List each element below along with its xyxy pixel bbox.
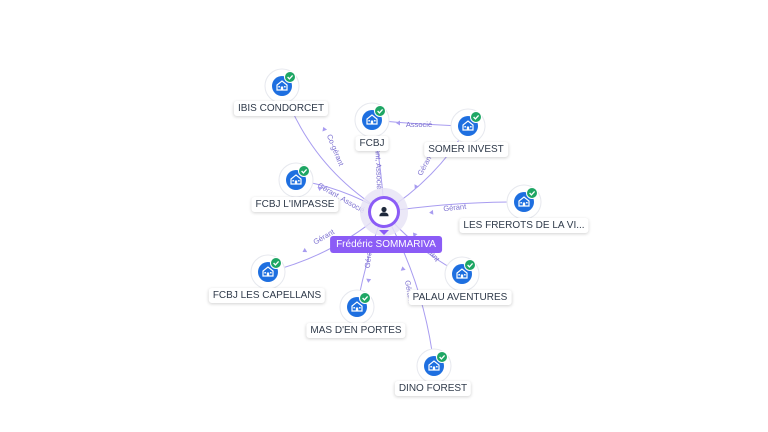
check-icon [470,111,482,123]
company-node-masdenportes[interactable] [339,289,375,325]
check-icon [298,165,310,177]
company-label-dino[interactable]: DINO FOREST [394,381,472,396]
company-label-ibis[interactable]: IBIS CONDORCET [233,101,329,116]
building-icon [462,120,474,131]
building-icon [351,301,363,312]
edge-arrow-masdenportes [366,278,372,283]
edge-arrow-somer [414,184,419,189]
company-node-frerots[interactable] [506,184,542,220]
building-icon [276,80,288,91]
company-label-fcbj[interactable]: FCBJ [355,136,389,151]
company-label-somer[interactable]: SOMER INVEST [424,142,508,157]
company-node-fcbj[interactable] [354,102,390,138]
company-node-capellans[interactable] [250,254,286,290]
check-icon [374,105,386,117]
company-node-limpasse[interactable] [278,162,314,198]
edge-label-fcbj-somer: Associé [406,120,432,129]
check-icon [436,351,448,363]
check-icon [464,259,476,271]
building-icon [428,360,440,371]
check-icon [526,187,538,199]
company-label-limpasse[interactable]: FCBJ L'IMPASSE [251,197,339,212]
company-label-frerots[interactable]: LES FREROTS DE LA VI... [459,218,589,233]
building-icon [366,114,378,125]
building-icon [456,268,468,279]
edge-arrow-limpasse [317,186,323,192]
company-node-ibis[interactable] [264,68,300,104]
company-label-capellans[interactable]: FCBJ LES CAPELLANS [208,288,326,303]
building-icon [518,196,530,207]
company-label-palau[interactable]: PALAU AVENTURES [408,290,512,305]
company-label-masdenportes[interactable]: MAS D'EN PORTES [306,323,406,338]
edge-label-fcbj: Gérant, Associé [373,136,384,189]
check-icon [270,257,282,269]
company-node-palau[interactable] [444,256,480,292]
person-name-label[interactable]: Frédéric SOMMARIVA [330,236,442,253]
edge-arrow-dino [400,266,406,271]
edge-arrow-fcbj-somer [396,120,400,126]
company-node-dino[interactable] [416,348,452,384]
check-icon [359,292,371,304]
edge-label-frerots: Gérant [443,202,468,213]
check-icon [284,71,296,83]
person-node[interactable] [360,188,408,236]
edge-arrow-capellans [302,247,308,253]
person-icon [379,206,389,217]
company-node-somer[interactable] [450,108,486,144]
building-icon [290,174,302,185]
building-icon [262,266,274,277]
person-pointer [379,230,389,235]
edge-label-ibis: Co-gérant [325,133,346,168]
edge-arrow-ibis [322,126,328,132]
edge-label-masdenportes: Gérant [363,244,374,269]
edge-arrow-frerots [429,209,434,215]
